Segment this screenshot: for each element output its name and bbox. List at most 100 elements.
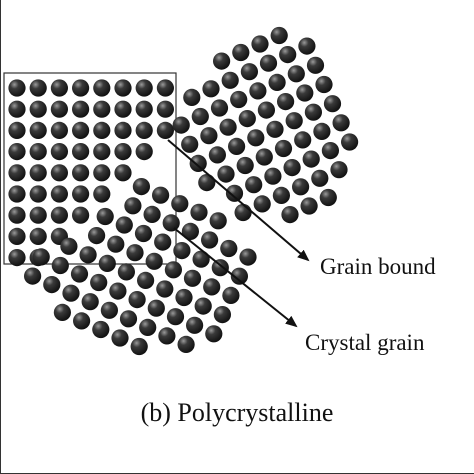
atom xyxy=(154,233,172,251)
atom xyxy=(332,114,350,132)
atom xyxy=(72,121,90,139)
atom xyxy=(183,88,201,106)
atom xyxy=(8,249,26,267)
atom xyxy=(147,299,165,317)
atom xyxy=(156,79,174,97)
atom xyxy=(268,73,286,91)
atom xyxy=(270,26,288,45)
atom xyxy=(124,197,142,215)
atom xyxy=(306,56,325,74)
atom xyxy=(156,100,174,118)
atom xyxy=(50,100,68,118)
atom xyxy=(132,178,150,196)
atom xyxy=(249,82,267,100)
atom xyxy=(8,121,26,139)
atom xyxy=(315,75,333,94)
atom xyxy=(281,206,299,224)
atom xyxy=(93,143,111,161)
atom xyxy=(72,185,90,203)
atom xyxy=(198,174,216,192)
atom xyxy=(296,84,314,102)
atom xyxy=(245,176,263,194)
atom xyxy=(279,46,297,64)
atom xyxy=(8,185,26,203)
atom xyxy=(114,143,132,161)
atom xyxy=(135,79,153,97)
atom xyxy=(222,286,240,304)
atom xyxy=(29,79,47,97)
atom xyxy=(300,197,318,215)
atom xyxy=(298,37,316,55)
atom xyxy=(164,261,182,279)
atom xyxy=(247,129,265,147)
atom xyxy=(93,79,111,97)
atom xyxy=(172,116,190,134)
atom xyxy=(173,242,191,260)
crystal-grain-lower xyxy=(23,178,257,356)
atom xyxy=(203,278,221,296)
atom xyxy=(135,143,153,161)
atom xyxy=(166,308,185,326)
atom xyxy=(205,325,223,343)
atom xyxy=(211,259,229,277)
atom xyxy=(304,103,322,121)
atom xyxy=(72,100,90,118)
atom xyxy=(156,121,174,139)
atom xyxy=(321,142,339,160)
atom xyxy=(8,164,26,182)
atom xyxy=(98,254,116,272)
atom xyxy=(162,214,180,232)
atom xyxy=(294,131,312,149)
atom xyxy=(100,301,118,319)
atom xyxy=(72,143,90,161)
atom xyxy=(23,267,42,285)
atom xyxy=(60,237,78,255)
atom xyxy=(311,169,329,187)
atom xyxy=(221,71,239,89)
atom xyxy=(201,231,219,249)
atom xyxy=(213,52,231,70)
atom xyxy=(29,185,47,203)
atom xyxy=(145,252,163,270)
atom xyxy=(257,101,275,119)
atom xyxy=(341,133,359,151)
crystal-grain-arrow xyxy=(173,227,298,328)
atom xyxy=(283,159,301,177)
atom xyxy=(50,79,68,97)
crystal-grain-label: Crystal grain xyxy=(305,330,425,355)
atom xyxy=(240,63,258,81)
atom xyxy=(130,337,148,356)
atom xyxy=(53,303,71,321)
atom xyxy=(43,276,61,294)
atom xyxy=(128,291,146,309)
atom xyxy=(135,100,153,118)
atom xyxy=(210,99,229,117)
atom xyxy=(29,227,47,245)
atom xyxy=(114,164,132,182)
atom xyxy=(8,227,26,245)
atom xyxy=(266,120,284,138)
atom xyxy=(287,65,305,83)
atom xyxy=(202,80,220,98)
atom xyxy=(277,93,295,111)
atom xyxy=(220,239,238,258)
grain-boundary-arrow xyxy=(167,139,310,262)
atom xyxy=(194,297,212,315)
atom xyxy=(143,205,161,223)
atom xyxy=(72,79,90,97)
crystal-grain-square xyxy=(8,79,174,267)
atom xyxy=(285,112,303,130)
atom xyxy=(330,161,348,179)
atom xyxy=(88,227,106,245)
atom xyxy=(107,235,125,253)
atom xyxy=(117,263,135,281)
atom xyxy=(8,143,26,161)
atom xyxy=(72,206,90,224)
atom xyxy=(8,100,26,118)
atom xyxy=(50,164,68,182)
atom xyxy=(72,164,90,182)
atom xyxy=(135,121,153,139)
atom xyxy=(93,185,111,203)
atom xyxy=(90,273,108,292)
